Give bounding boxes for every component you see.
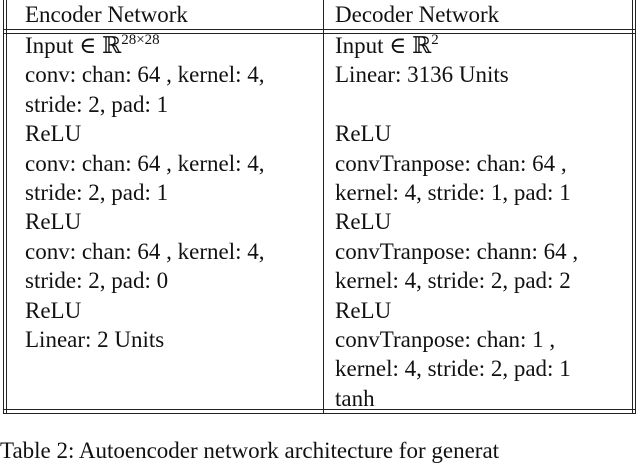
decoder-row-9: ReLU [335,297,392,323]
encoder-input-label: Input ∈ ℝ [25,33,122,58]
bottom-rule-top [3,409,636,410]
decoder-input-dimension: 2 [431,32,439,48]
decoder-row-11: kernel: 4, stride: 2, pad: 1 [335,356,571,382]
decoder-row-5: kernel: 4, stride: 1, pad: 1 [335,180,571,205]
header-rule-bottom [3,33,636,34]
encoder-row-3: ReLU [25,121,82,147]
decoder-row-12: tanh [335,385,375,411]
encoder-row-8: stride: 2, pad: 0 [25,268,169,294]
table-caption: Table 2: Autoencoder network architectur… [0,438,500,463]
decoder-row-1: Linear: 3136 Units [335,62,509,88]
encoder-row-2: stride: 2, pad: 1 [25,91,169,117]
encoder-row-6: ReLU [25,209,82,235]
encoder-header: Encoder Network [25,2,188,27]
decoder-row-6: ReLU [335,209,392,235]
encoder-row-9: ReLU [25,297,82,323]
encoder-row-5: stride: 2, pad: 1 [25,180,169,205]
encoder-row-4: conv: chan: 64 , kernel: 4, [25,150,265,176]
architecture-table: Encoder Network Decoder Network Input ∈ … [3,0,636,414]
decoder-row-8: kernel: 4, stride: 2, pad: 2 [335,268,571,294]
encoder-input-dimension: 28×28 [121,32,160,48]
encoder-row-10: Linear: 2 Units [25,327,165,352]
decoder-row-0: Input ∈ ℝ2 [335,31,439,61]
encoder-row-1: conv: chan: 64 , kernel: 4, [25,62,265,88]
decoder-input-label: Input ∈ ℝ [335,33,432,58]
decoder-row-4: convTranpose: chan: 64 , [335,150,567,176]
decoder-header: Decoder Network [335,2,500,27]
header-rule-top [3,29,636,30]
bottom-rule-bottom [3,413,636,414]
column-divider [323,0,324,414]
table-left-border [3,0,7,414]
decoder-row-7: convTranpose: chann: 64 , [335,238,579,264]
encoder-row-0: Input ∈ ℝ28×28 [25,31,160,61]
decoder-row-10: convTranpose: chan: 1 , [335,327,556,352]
decoder-row-3: ReLU [335,121,392,147]
encoder-row-7: conv: chan: 64 , kernel: 4, [25,238,265,264]
table-right-border [632,0,636,414]
